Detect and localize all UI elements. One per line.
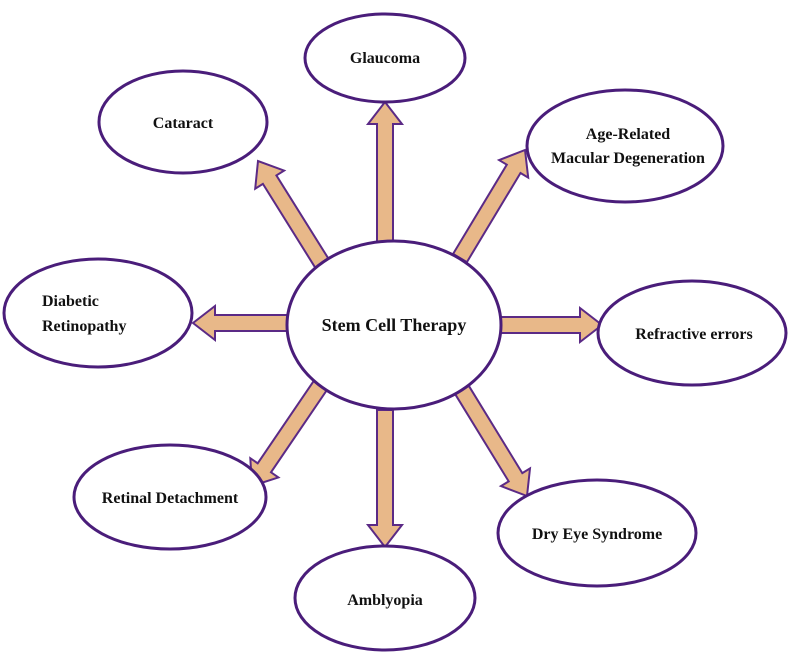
condition-node-cataract: Cataract bbox=[97, 69, 269, 175]
arrow-to-glaucoma bbox=[365, 100, 405, 243]
condition-label-refractive: Refractive errors bbox=[635, 326, 752, 343]
center-node bbox=[285, 239, 503, 411]
condition-node-glaucoma: Glaucoma bbox=[303, 12, 467, 104]
condition-label-retinal-detachment: Retinal Detachment bbox=[102, 490, 239, 507]
condition-node-amd: Age-Related Macular Degeneration bbox=[525, 88, 725, 204]
condition-label-amd-line2: Macular Degeneration bbox=[551, 150, 705, 167]
arrow-to-refractive bbox=[499, 305, 604, 345]
arrow-to-dry-eye bbox=[453, 384, 532, 498]
condition-node-diabetic-retinopathy: Diabetic Retinopathy bbox=[2, 257, 194, 369]
condition-label-amd-line1: Age-Related bbox=[586, 126, 671, 143]
condition-label-diabetic-line1: Diabetic bbox=[42, 293, 99, 310]
arrow-to-amblyopia bbox=[365, 409, 405, 549]
condition-label-cataract: Cataract bbox=[153, 115, 214, 132]
center-node-label: Stem Cell Therapy bbox=[322, 315, 467, 335]
condition-label-glaucoma: Glaucoma bbox=[350, 50, 420, 67]
condition-label-diabetic-line2: Retinopathy bbox=[42, 318, 126, 335]
condition-node-dry-eye: Dry Eye Syndrome bbox=[496, 478, 698, 588]
condition-node-amblyopia: Amblyopia bbox=[293, 544, 477, 652]
arrow-to-amd bbox=[451, 148, 530, 264]
condition-label-amblyopia: Amblyopia bbox=[347, 592, 423, 609]
arrow-to-diabetic-retinopathy bbox=[191, 303, 289, 343]
arrows-layer bbox=[191, 100, 604, 549]
condition-node-refractive: Refractive errors bbox=[596, 279, 788, 387]
arrow-to-retinal-detachment bbox=[249, 377, 330, 488]
condition-label-dry-eye: Dry Eye Syndrome bbox=[532, 526, 662, 543]
arrow-to-cataract bbox=[254, 159, 332, 271]
condition-node-retinal-detachment: Retinal Detachment bbox=[72, 443, 268, 551]
